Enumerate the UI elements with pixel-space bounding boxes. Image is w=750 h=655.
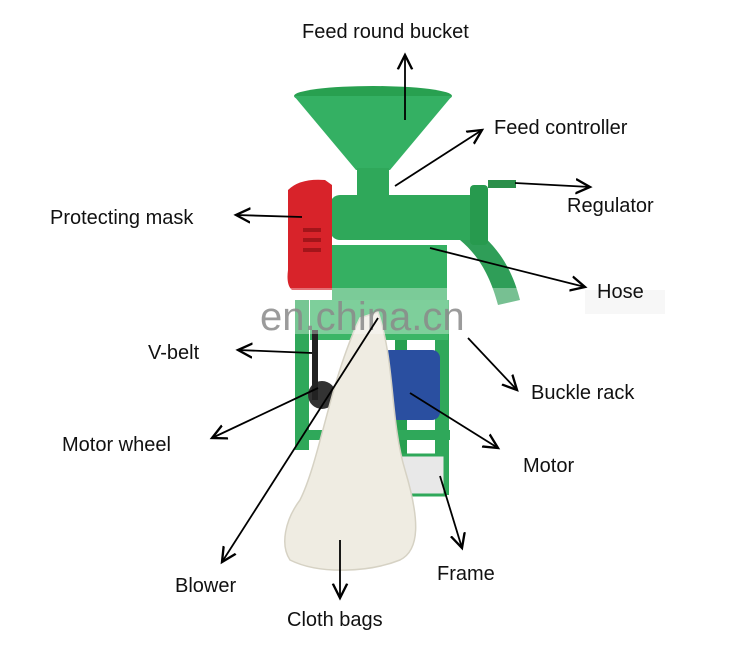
protecting-mask <box>287 179 332 290</box>
label-motor: Motor <box>523 455 574 477</box>
arrow-v-belt <box>238 350 313 353</box>
cloth-bag <box>284 311 417 571</box>
arrow-protecting-mask <box>236 215 303 217</box>
label-blower: Blower <box>175 575 236 597</box>
label-cloth-bags: Cloth bags <box>287 609 383 631</box>
feed-round-bucket <box>294 96 452 170</box>
label-hose: Hose <box>597 281 644 303</box>
arrow-blower <box>222 317 379 562</box>
label-regulator: Regulator <box>567 195 654 217</box>
arrow-motor-wheel <box>212 387 319 438</box>
arrow-feed-controller <box>394 130 482 187</box>
label-v-belt: V-belt <box>148 342 200 364</box>
label-buckle-rack: Buckle rack <box>531 382 635 404</box>
label-feed-controller: Feed controller <box>494 117 628 139</box>
label-motor-wheel: Motor wheel <box>62 434 171 456</box>
frame <box>295 300 309 450</box>
label-frame: Frame <box>437 563 495 585</box>
arrow-hose <box>429 247 585 287</box>
label-feed-round-bucket: Feed round bucket <box>302 21 469 43</box>
arrow-regulator <box>514 183 590 187</box>
watermark: en.china.cn <box>260 295 465 339</box>
rice-mill-machine <box>284 86 520 571</box>
hose-label-band <box>585 290 665 314</box>
arrow-frame <box>439 475 462 548</box>
regulator <box>488 180 516 188</box>
callout-arrows <box>212 55 590 598</box>
label-protecting-mask: Protecting mask <box>50 207 194 229</box>
arrow-buckle-rack <box>467 337 517 390</box>
arrow-motor <box>409 392 498 448</box>
v-belt <box>312 330 318 400</box>
